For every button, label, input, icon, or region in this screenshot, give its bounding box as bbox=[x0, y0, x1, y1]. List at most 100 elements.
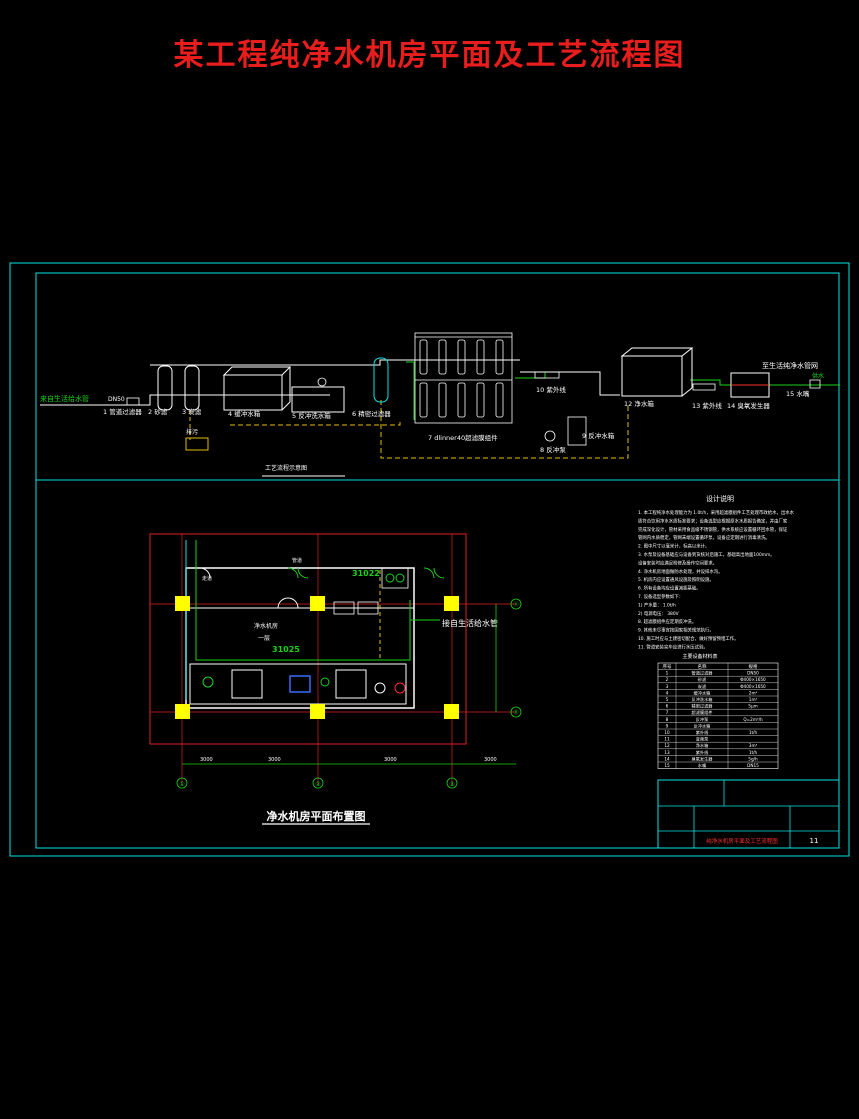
table-cell: Φ400×1650 bbox=[740, 677, 766, 682]
note-line: 2) 电源电压： 380V bbox=[638, 610, 679, 617]
flow-item-label: 8 反冲泵 bbox=[540, 445, 566, 454]
plan-pump-a bbox=[374, 682, 386, 694]
table-cell: 3m³ bbox=[749, 743, 758, 748]
equipment-room-inner bbox=[189, 663, 407, 705]
table-cell: 14 bbox=[664, 756, 670, 761]
notes-lines: 1. 本工程纯净水处理能力为 1.0t/h，采用超滤膜组件工艺处理市政给水，出水… bbox=[638, 509, 795, 650]
flow-item-label: 4 缓冲水箱 bbox=[228, 409, 261, 418]
axis-label: ③ bbox=[449, 781, 454, 788]
sand-filter bbox=[157, 365, 173, 411]
note-line: 3. 水泵及设备基础应与设备到货核对后施工，基础高出地面100mm。 bbox=[638, 551, 775, 558]
table-cell: 精密过滤器 bbox=[692, 703, 714, 710]
dn-label: DN50 bbox=[108, 396, 125, 403]
faucet bbox=[809, 379, 821, 389]
flow-item-label: 3 炭滤 bbox=[182, 407, 202, 416]
axis-label: Ⓐ bbox=[513, 601, 518, 608]
plan-boundary bbox=[149, 533, 467, 745]
uf-module-group bbox=[414, 332, 513, 424]
axis-bubble bbox=[312, 777, 324, 789]
uf-membrane bbox=[495, 339, 504, 375]
note-line: 7. 设备选型参数如下： bbox=[638, 593, 683, 600]
table-cell: 1t/h bbox=[749, 730, 758, 735]
flow-diagram: 来自生活给水管 DN50 排污 bbox=[40, 332, 840, 477]
note-line: 5. 机房内应设置通风设施及照明设施。 bbox=[638, 576, 714, 583]
table-cell: 7 bbox=[666, 710, 669, 715]
table-cell: 9 bbox=[666, 723, 669, 728]
plan-ozone-b bbox=[395, 573, 405, 583]
elevation-b: 31025 bbox=[272, 645, 300, 654]
page-title: 某工程纯净水机房平面及工艺流程图 bbox=[173, 38, 686, 73]
axis-bubble bbox=[446, 777, 458, 789]
axis-label: Ⓑ bbox=[513, 709, 518, 716]
uf-membrane bbox=[457, 382, 466, 418]
note-line: 4. 净水机房地面做防水处理，并设排水沟。 bbox=[638, 568, 723, 575]
table-cell: 13 bbox=[664, 750, 670, 755]
table-cell: 臭氧发生器 bbox=[692, 755, 714, 762]
table-cell: 净水箱 bbox=[696, 742, 709, 749]
table-cell: 2m³ bbox=[749, 690, 758, 695]
clean-tank bbox=[621, 355, 683, 397]
uf-membrane bbox=[438, 339, 447, 375]
table-cell: 反冲洗水箱 bbox=[692, 696, 713, 703]
axis-label: ② bbox=[315, 781, 321, 788]
column bbox=[310, 596, 325, 611]
table-cell: 1 bbox=[666, 671, 669, 676]
flow-item-label: 6 精密过滤器 bbox=[352, 409, 391, 418]
table-header: 序号 bbox=[663, 663, 672, 670]
drawing-name: 纯净水机房平面及工艺流程图 bbox=[706, 837, 778, 845]
uf-membrane bbox=[419, 382, 428, 418]
plan-ozone-box bbox=[381, 567, 409, 589]
door-swing-2 bbox=[277, 597, 299, 609]
clean-tank-top bbox=[620, 347, 694, 357]
column bbox=[175, 596, 190, 611]
table-cell: 10 bbox=[664, 730, 670, 735]
room-wall bbox=[185, 567, 415, 709]
pipe-outlet bbox=[690, 379, 840, 386]
table-cell: 4 bbox=[666, 690, 669, 695]
dimension-label: 3000 bbox=[200, 757, 213, 763]
main-pipe bbox=[40, 394, 330, 406]
plan-valve-a bbox=[320, 677, 330, 687]
column bbox=[310, 704, 325, 719]
drain-pit bbox=[185, 437, 209, 451]
plan-pump-c bbox=[202, 676, 214, 688]
corridor-label: 走道 bbox=[202, 575, 212, 582]
room-label-a: 净水机房 bbox=[254, 622, 278, 630]
table-cell: 1t/h bbox=[749, 750, 758, 755]
flow-item-label: 10 紫外线 bbox=[536, 385, 566, 394]
plan-filter-set bbox=[289, 675, 311, 693]
buffer-tank-top bbox=[222, 366, 292, 376]
note-line: 8. 超滤膜组件应定期反冲洗。 bbox=[638, 618, 696, 625]
flow-item-label: 12 净水箱 bbox=[624, 399, 654, 408]
table-cell: DN15 bbox=[747, 763, 759, 768]
flow-item-label: 9 反冲水箱 bbox=[582, 431, 615, 440]
axis-bubble bbox=[510, 706, 522, 718]
flow-item-label: 1 管道过滤器 bbox=[103, 407, 142, 416]
note-line: 1. 本工程纯净水处理能力为 1.0t/h，采用超滤膜组件工艺处理市政给水，出水… bbox=[638, 509, 795, 516]
table-header: 名称 bbox=[698, 663, 707, 670]
column bbox=[175, 704, 190, 719]
outer-frame bbox=[9, 262, 850, 857]
table-cell: 11 bbox=[664, 737, 670, 742]
door-swing-4 bbox=[199, 567, 211, 579]
note-line: 管网内水质稳定，管网末端设置循环泵，设备应定期进行消毒清洗。 bbox=[638, 534, 770, 541]
drain-label: 排污 bbox=[186, 428, 198, 436]
backwash-pump-8 bbox=[544, 430, 556, 442]
uf-membrane bbox=[495, 382, 504, 418]
main-pipe-top bbox=[150, 359, 520, 366]
table-cell: 3 bbox=[666, 684, 669, 689]
door-swing-3 bbox=[423, 567, 445, 579]
plan-caption: 净水机房平面布置图 bbox=[267, 809, 366, 823]
pipe-green-b bbox=[515, 372, 546, 379]
pipe-yellow-return bbox=[380, 400, 629, 459]
note-line: 1) 产水量： 1.0t/h bbox=[638, 601, 676, 608]
table-cell: 紫外线 bbox=[696, 749, 709, 756]
uf-membrane bbox=[476, 339, 485, 375]
note-line: 6. 所有设备均应设置减振基础。 bbox=[638, 585, 701, 592]
backwash-tank bbox=[291, 386, 345, 413]
door-swing-1 bbox=[287, 567, 309, 579]
